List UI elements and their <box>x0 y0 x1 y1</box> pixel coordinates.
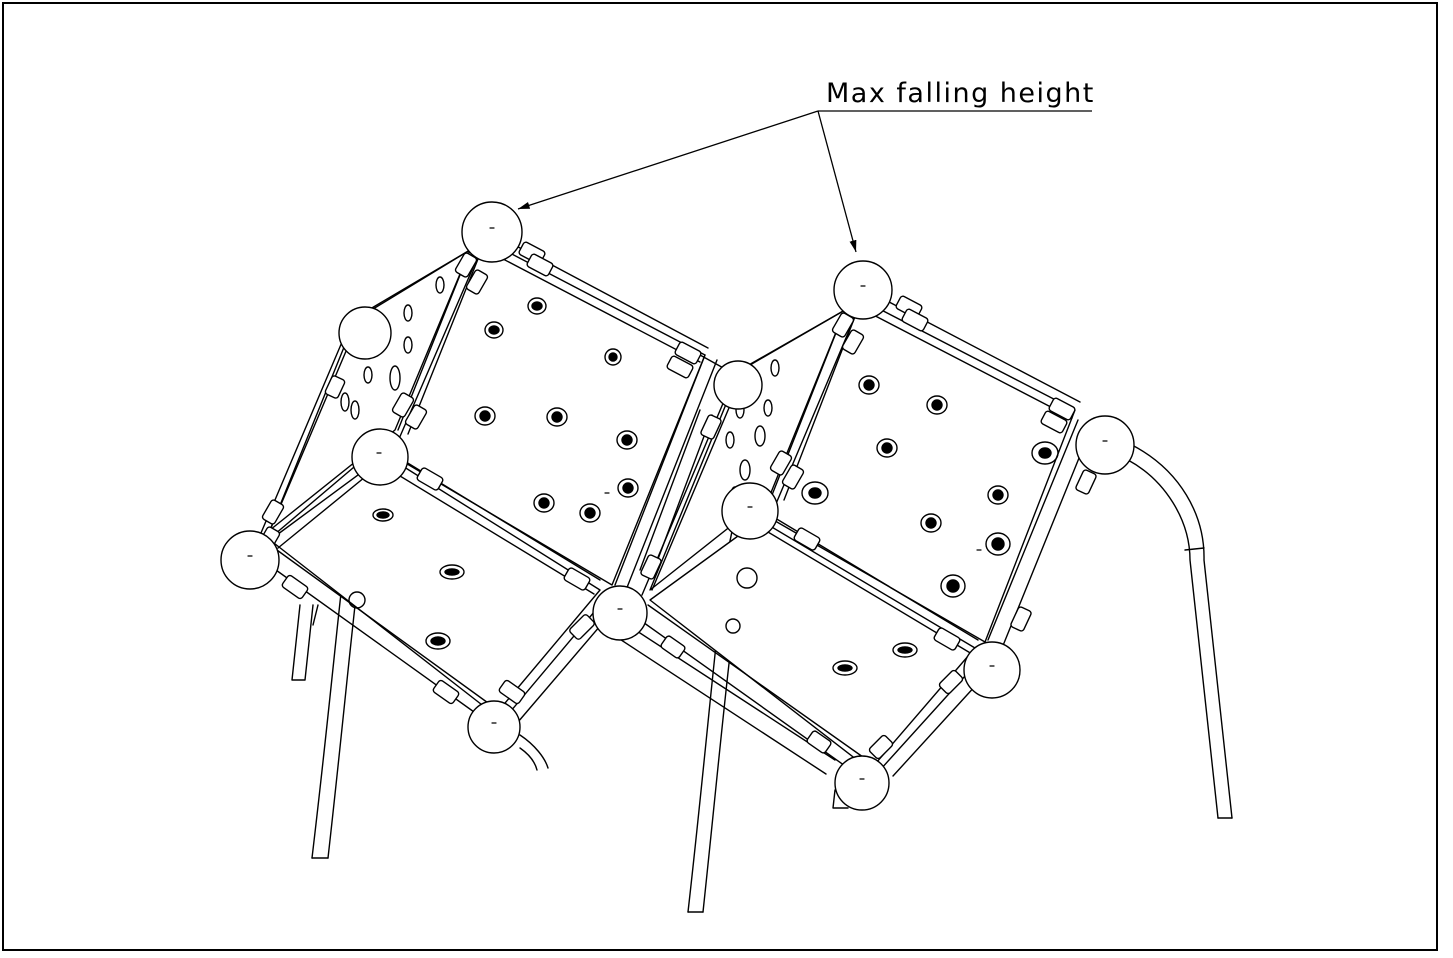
leader-arrow-right <box>817 110 857 253</box>
ball-joint-marks <box>247 227 1108 780</box>
drawing-border <box>2 2 1438 951</box>
panel-bottom-face <box>269 454 601 716</box>
leg-right <box>1127 444 1233 819</box>
panel-top-face <box>769 299 1076 643</box>
ball-joint-top-left <box>461 201 523 263</box>
leg-left-back <box>291 604 319 681</box>
callout-label: Max falling height <box>826 78 1095 109</box>
cube-right <box>639 291 1093 779</box>
cube-left <box>257 231 718 723</box>
callout-leader <box>517 110 1092 253</box>
ball-joint-top-right <box>833 260 893 320</box>
leg-bottom-stub-right <box>832 789 849 809</box>
climbing-holds <box>725 359 1059 676</box>
tube-clamps <box>257 241 1097 760</box>
climbing-holds <box>340 276 639 650</box>
leader-arrow-left <box>517 110 819 210</box>
leg-bottom-stub-left <box>519 734 549 771</box>
ball-joints <box>220 201 1135 811</box>
